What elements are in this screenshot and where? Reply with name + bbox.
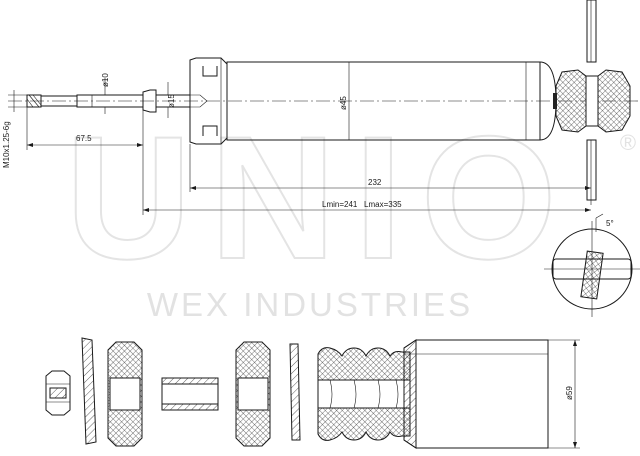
stroke-range-label: Lmin=241 Lmax=335: [322, 200, 402, 209]
hex-nut: [45, 370, 71, 416]
watermark-brand: UNIO: [65, 101, 575, 296]
boot-diameter-label: ø59: [565, 386, 574, 400]
exploded-parts: ø59: [45, 337, 580, 449]
dust-shield-cap: [189, 57, 228, 145]
body-length-label: 232: [368, 178, 382, 187]
washer-bottom: [289, 343, 301, 441]
shock-body: [226, 61, 541, 141]
rod-length-label: 67.5: [76, 134, 92, 143]
rod-diameter-label: ø10: [101, 73, 110, 87]
bottom-mount-bushing: [553, 0, 631, 201]
body-diameter-label: ø45: [339, 96, 348, 110]
watermark-registered-mark: ®: [620, 130, 636, 155]
watermark-tagline: WEX INDUSTRIES: [147, 286, 473, 323]
angle-label: 5°: [606, 219, 614, 228]
mount-end-view: 5°: [544, 213, 640, 317]
washer-top: [81, 337, 97, 445]
protective-boot: ø59: [403, 339, 580, 449]
stem-diameter-label: ø15: [167, 94, 176, 108]
upper-rubber-bushing: [107, 341, 143, 447]
thread-spec-label: M10x1.25-6g: [2, 121, 11, 168]
metal-sleeve: [161, 377, 219, 411]
shock-absorber-side-view: ø10 ø15 ø45 M10x1.25-6g 67.5 232: [2, 0, 640, 215]
bump-stop: [317, 347, 411, 441]
lower-rubber-bushing: [235, 341, 271, 447]
watermark: UNIO WEX INDUSTRIES ®: [64, 100, 636, 323]
